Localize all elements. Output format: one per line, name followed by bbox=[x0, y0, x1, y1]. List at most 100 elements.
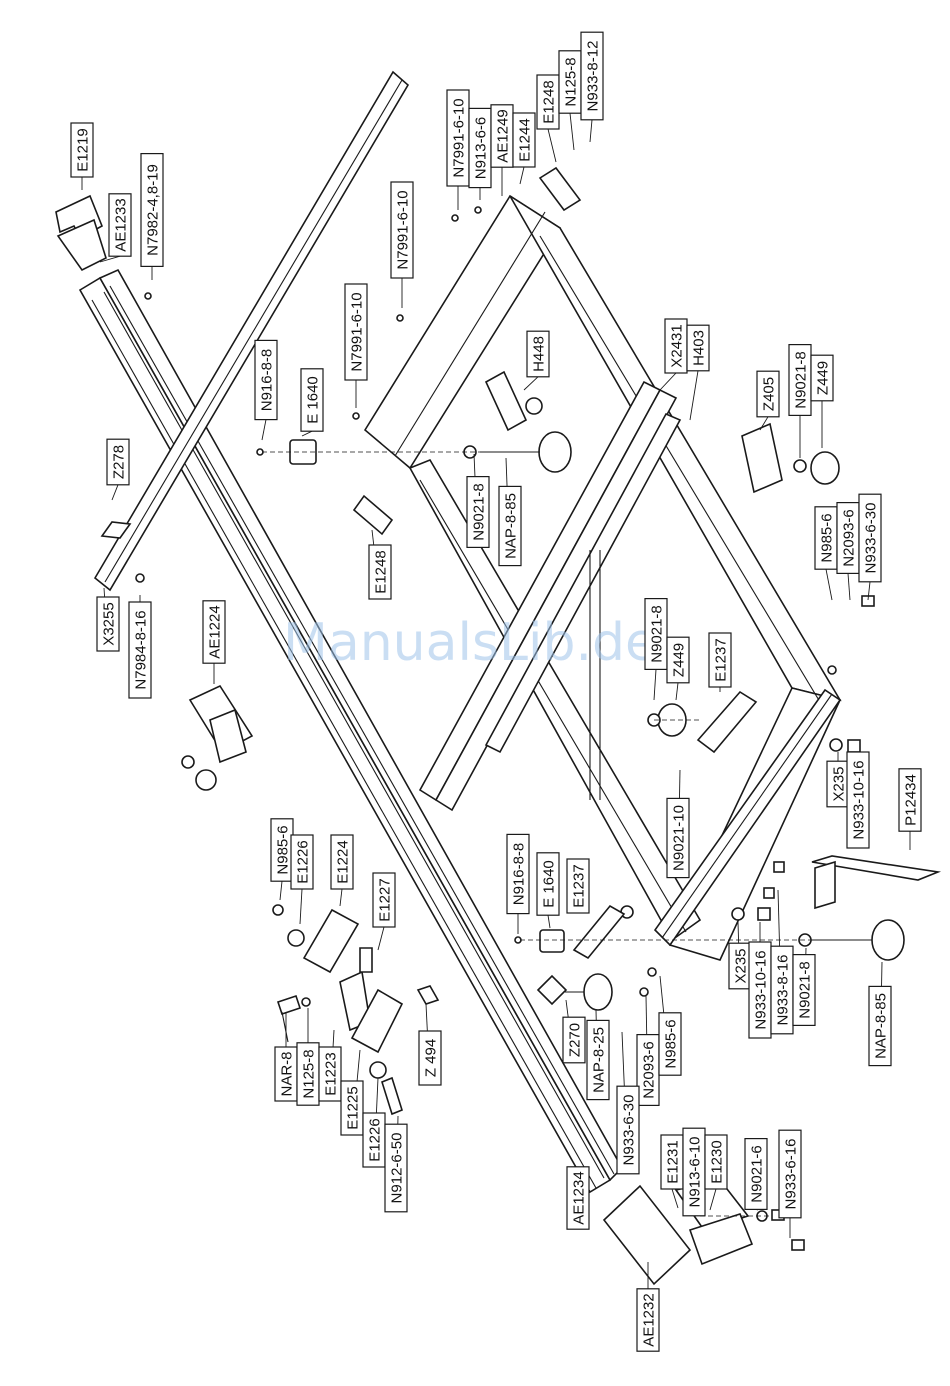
part-label: NAR-8 bbox=[274, 1046, 298, 1102]
leader-line bbox=[671, 1188, 679, 1209]
frame-leg bbox=[589, 550, 601, 800]
leader-line bbox=[111, 484, 119, 501]
table-frame bbox=[363, 194, 842, 961]
part-label-text: N913-6-6 bbox=[473, 117, 490, 180]
leader-line bbox=[675, 682, 679, 701]
part-label-box bbox=[644, 597, 668, 671]
part-label: N933-10-16 bbox=[846, 751, 870, 849]
part-label: N7991-6-10 bbox=[344, 283, 368, 381]
hardware bbox=[135, 206, 875, 1251]
part-label: Z278 bbox=[106, 438, 130, 486]
part-label-box bbox=[792, 953, 816, 1027]
part-label: E1219 bbox=[70, 122, 94, 178]
part-label: E1248 bbox=[368, 544, 392, 600]
part-label: NAP-8-85 bbox=[498, 485, 522, 567]
part-label: E1225 bbox=[340, 1080, 364, 1136]
part-label-box bbox=[666, 636, 690, 684]
part-label-text: X3255 bbox=[101, 602, 118, 645]
part-label-text: AE1224 bbox=[207, 605, 224, 658]
part-label-box bbox=[418, 1030, 442, 1086]
part-label: AE1249 bbox=[490, 104, 514, 168]
part-label: NAP-8-25 bbox=[586, 1019, 610, 1101]
part-label-box bbox=[566, 858, 590, 914]
leader-line bbox=[759, 416, 769, 431]
part-label-box bbox=[344, 283, 368, 381]
part-label: N9021-6 bbox=[744, 1137, 768, 1211]
part-label-box bbox=[140, 152, 164, 268]
part-label: N9021-8 bbox=[466, 475, 490, 549]
part-label-text: E 1640 bbox=[541, 860, 558, 908]
part-label: AE1234 bbox=[566, 1166, 590, 1230]
part-label-text: E1223 bbox=[323, 1052, 340, 1095]
part-label: Z449 bbox=[666, 636, 690, 684]
leader-line bbox=[825, 569, 833, 601]
part-label-text: E1219 bbox=[75, 128, 92, 171]
part-label: N985-6 bbox=[658, 1012, 682, 1076]
part-label: N933-6-30 bbox=[858, 493, 882, 583]
part-label-box bbox=[106, 438, 130, 486]
part-label: N7991-6-10 bbox=[390, 181, 414, 279]
part-label-text: N125-8 bbox=[563, 57, 580, 106]
part-label-box bbox=[526, 330, 550, 378]
part-label-box bbox=[658, 1012, 682, 1076]
part-label-box bbox=[868, 985, 892, 1067]
part-label-text: E1248 bbox=[373, 550, 390, 593]
leader-line bbox=[569, 113, 575, 151]
part-label-box bbox=[586, 1019, 610, 1101]
part-label: N2093-6 bbox=[836, 501, 860, 575]
part-label-text: N125-8 bbox=[301, 1049, 318, 1098]
part-label: E1231 bbox=[660, 1134, 684, 1190]
part-label-text: E1227 bbox=[377, 878, 394, 921]
part-label-box bbox=[566, 1166, 590, 1230]
part-label: E1237 bbox=[708, 632, 732, 688]
part-label-text: H448 bbox=[531, 336, 548, 372]
part-label: E1237 bbox=[566, 858, 590, 914]
part-label-box bbox=[704, 1134, 728, 1190]
part-label: AE1232 bbox=[636, 1288, 660, 1352]
part-label: N7991-6-10 bbox=[446, 89, 470, 187]
part-label: N933-10-16 bbox=[748, 941, 772, 1039]
part-label: E1223 bbox=[318, 1046, 342, 1102]
part-label: H403 bbox=[686, 324, 710, 372]
part-label: N933-8-16 bbox=[770, 945, 794, 1035]
part-label-text: NAP-8-25 bbox=[591, 1027, 608, 1093]
leader-line bbox=[279, 881, 283, 901]
part-label-box bbox=[372, 872, 396, 928]
part-label-text: H403 bbox=[691, 330, 708, 366]
part-label-text: N933-8-16 bbox=[775, 955, 792, 1026]
part-label-text: E1230 bbox=[709, 1140, 726, 1183]
leader-line bbox=[709, 1188, 717, 1211]
part-label: N916-8-8 bbox=[506, 833, 530, 915]
leader-line bbox=[261, 419, 267, 441]
part-label: Z 494 bbox=[418, 1030, 442, 1086]
part-label-text: N985-6 bbox=[275, 825, 292, 874]
part-label-text: E1225 bbox=[345, 1086, 362, 1129]
part-label-text: N933-8-12 bbox=[585, 41, 602, 112]
part-label: N7984-8-16 bbox=[128, 601, 152, 699]
leader-line bbox=[299, 888, 303, 925]
part-label: N9021-8 bbox=[644, 597, 668, 671]
part-label: E1226 bbox=[290, 834, 314, 890]
part-label-box bbox=[744, 1137, 768, 1211]
knobs bbox=[480, 431, 905, 1011]
part-label-text: E1226 bbox=[295, 840, 312, 883]
part-label-box bbox=[390, 181, 414, 279]
part-label-text: E1237 bbox=[571, 864, 588, 907]
part-label: H448 bbox=[526, 330, 550, 378]
part-label-text: X235 bbox=[733, 948, 750, 983]
part-label: N9021-10 bbox=[666, 797, 690, 879]
part-label-text: N7991-6-10 bbox=[395, 190, 412, 269]
stop-bracket-parts bbox=[287, 908, 440, 1116]
leader-line bbox=[547, 128, 557, 163]
part-label-box bbox=[70, 122, 94, 178]
part-label: N7982-4,8-19 bbox=[140, 152, 164, 268]
leader-line bbox=[547, 915, 551, 929]
part-label-box bbox=[536, 852, 560, 916]
part-label-text: E1248 bbox=[541, 80, 558, 123]
part-label-text: N916-8-8 bbox=[259, 349, 276, 412]
part-label-text: N9021-8 bbox=[797, 961, 814, 1019]
part-label-text: Z449 bbox=[671, 643, 688, 677]
part-label-text: N7982-4,8-19 bbox=[145, 164, 162, 256]
drawing-geometry bbox=[55, 70, 942, 1286]
